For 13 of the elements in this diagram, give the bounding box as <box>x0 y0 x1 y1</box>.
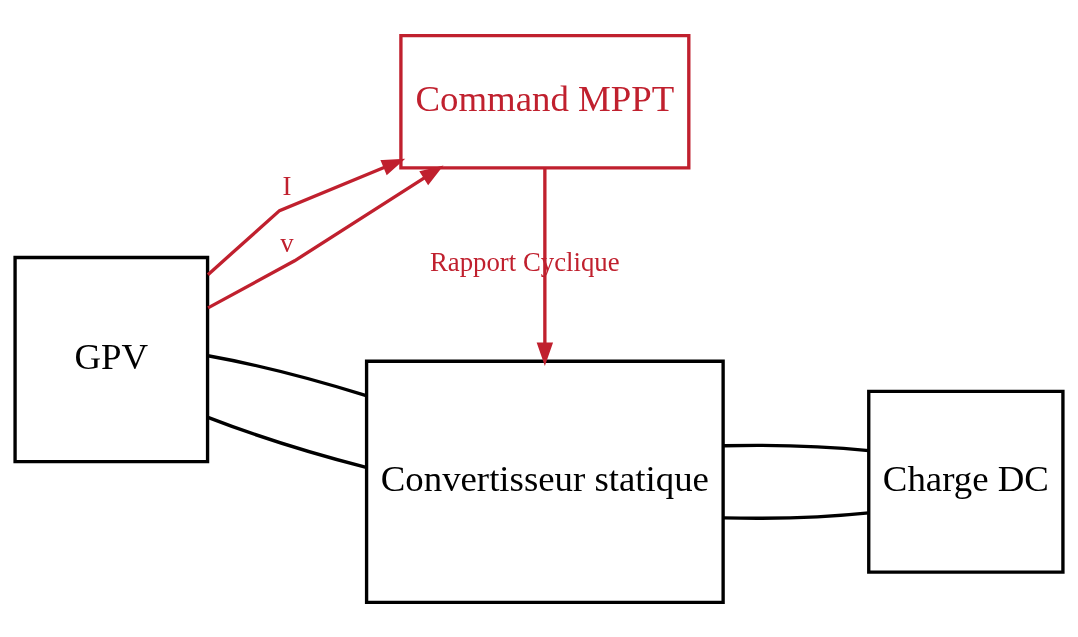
node-box: Convertisseur statique <box>364 359 725 604</box>
node-box: GPV <box>13 255 210 463</box>
connector <box>207 415 367 469</box>
node-box: Command MPPT <box>399 33 691 170</box>
connector <box>723 443 869 452</box>
connector <box>207 353 367 397</box>
edge-label: I <box>282 170 292 201</box>
connector <box>723 510 869 520</box>
arrow <box>207 165 444 309</box>
edge-label: v <box>280 227 294 258</box>
arrow <box>536 167 554 366</box>
arrow <box>206 158 406 276</box>
node-box: Charge DC <box>867 389 1065 574</box>
